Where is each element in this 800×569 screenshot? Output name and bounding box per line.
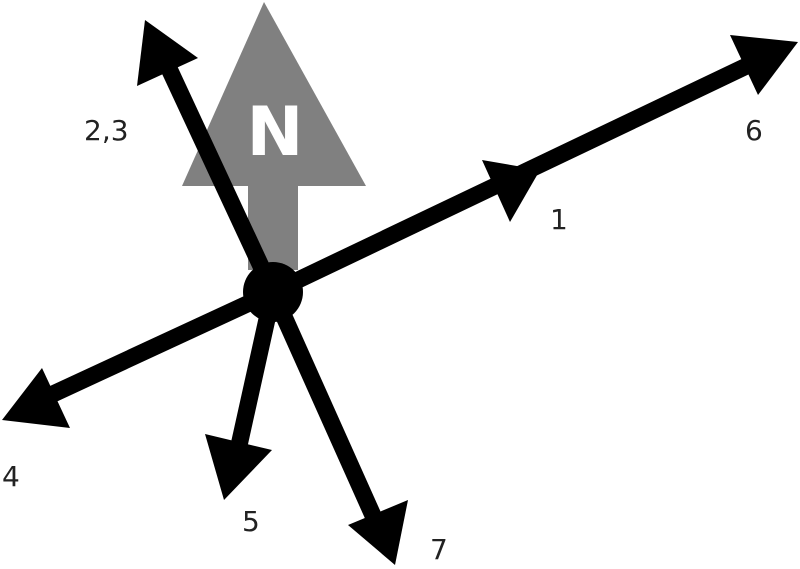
label-1: 1: [550, 203, 568, 236]
north-letter: N: [247, 93, 304, 172]
label-4: 4: [2, 460, 20, 493]
ray-4: [36, 284, 277, 408]
arrowhead-1-midline: [482, 160, 540, 222]
ray-2-3: [157, 56, 281, 296]
north-arrow: N: [182, 2, 366, 270]
label-5: 5: [242, 505, 260, 538]
arrowhead-7: [348, 500, 408, 565]
arrowhead-4: [2, 368, 70, 428]
ray-7: [265, 288, 383, 524]
label-2-3: 2,3: [84, 114, 129, 147]
center-node: [243, 262, 303, 322]
label-7: 7: [430, 533, 448, 566]
arrowhead-5: [205, 434, 272, 500]
arrowhead-2-3: [137, 20, 198, 86]
arrowhead-6: [730, 35, 798, 95]
label-6: 6: [745, 114, 763, 147]
